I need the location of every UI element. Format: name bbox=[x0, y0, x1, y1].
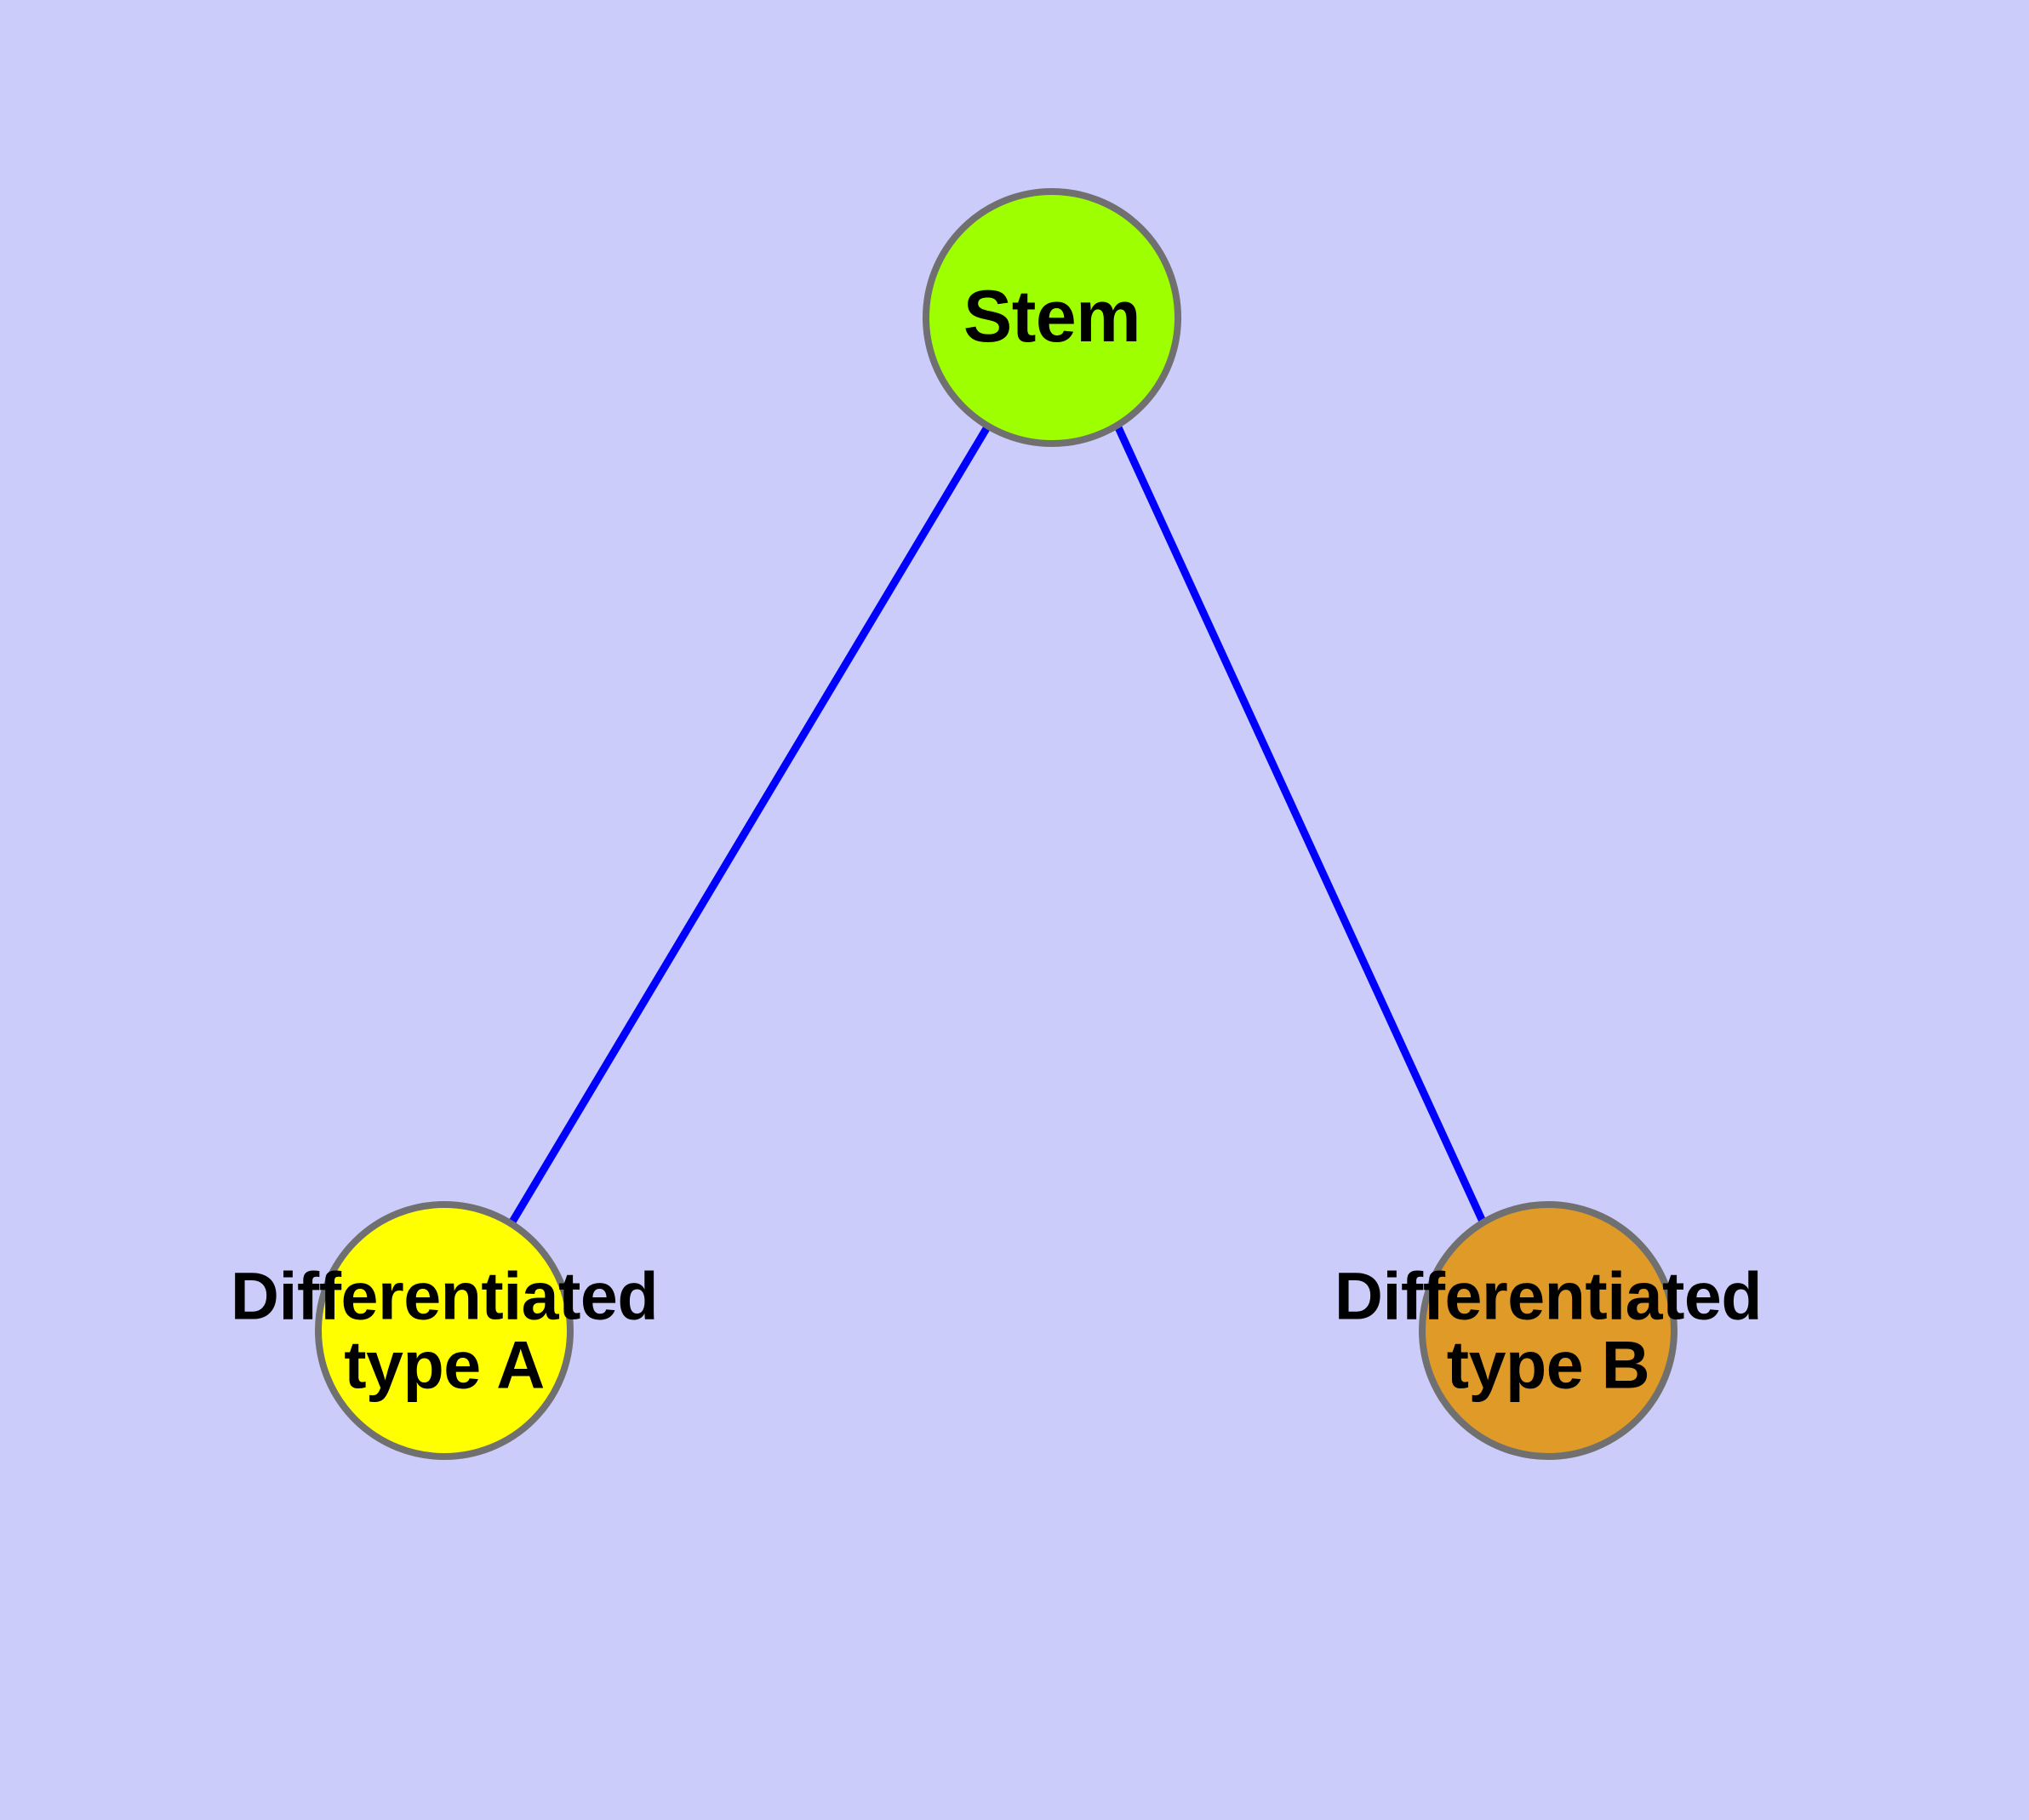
edge-stem-diff-a[interactable] bbox=[508, 423, 992, 1226]
node-circle-diff-a[interactable] bbox=[315, 1201, 574, 1460]
node-circle-diff-b[interactable] bbox=[1419, 1201, 1677, 1460]
edge-stem-diff-b[interactable] bbox=[1113, 424, 1488, 1225]
node-circle-stem[interactable] bbox=[923, 188, 1181, 447]
nodes-layer bbox=[315, 188, 1677, 1460]
edges-layer bbox=[508, 423, 1488, 1226]
